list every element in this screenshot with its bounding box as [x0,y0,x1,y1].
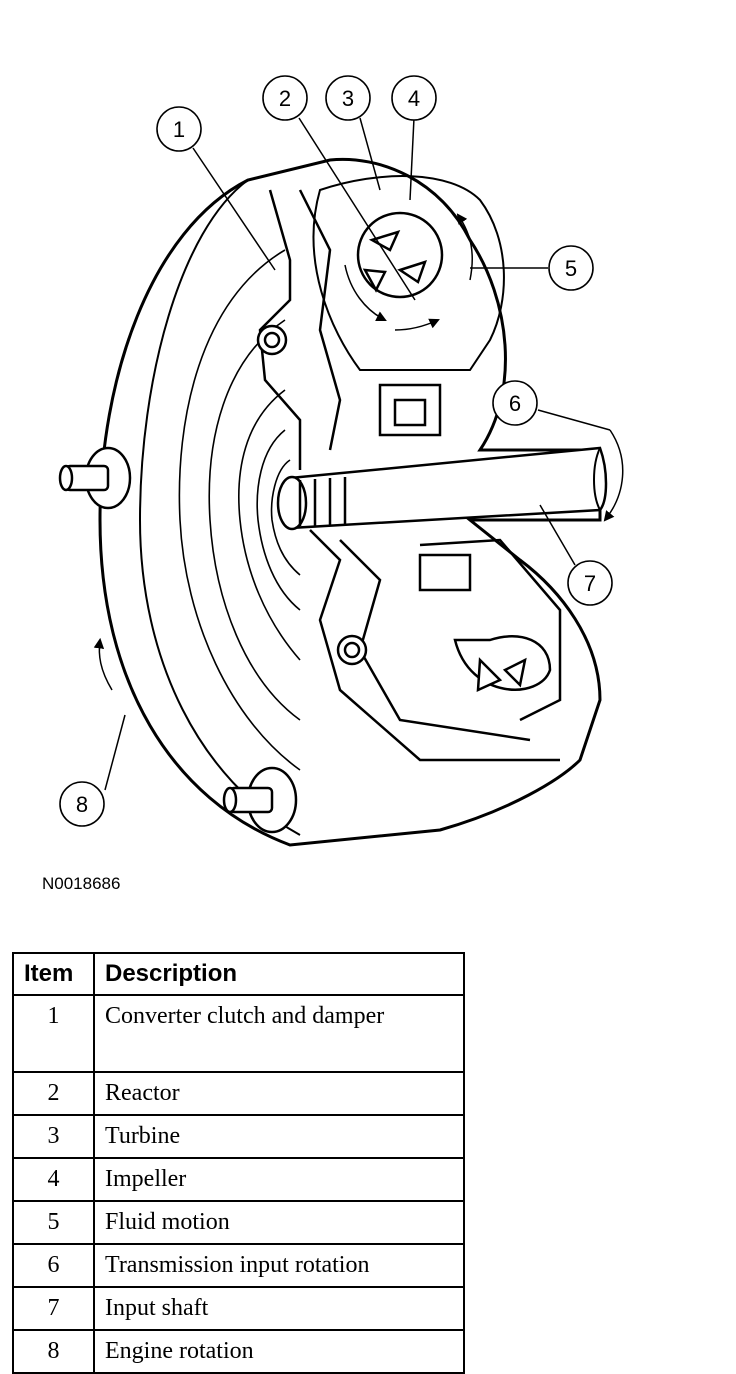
svg-text:5: 5 [565,256,577,281]
mounting-stud-lower [222,766,298,834]
legend-item-description: Fluid motion [93,1200,465,1245]
input-shaft [276,446,608,531]
table-row: 1 Converter clutch and damper [12,994,465,1073]
legend-item-description: Converter clutch and damper [93,994,465,1073]
svg-text:8: 8 [76,792,88,817]
svg-text:7: 7 [584,571,596,596]
mounting-stud-upper [58,446,132,510]
legend-header-row: Item Description [12,952,465,996]
leader-lines [104,117,611,791]
table-row: 6 Transmission input rotation [12,1243,465,1288]
callout-8: 8 [59,781,105,827]
callout-3: 3 [325,75,371,121]
table-row: 8 Engine rotation [12,1329,465,1374]
fluid-motion-arrows [344,213,473,331]
legend-item-description: Impeller [93,1157,465,1202]
table-row: 4 Impeller [12,1157,465,1202]
figure-code: N0018686 [42,874,121,893]
table-row: 7 Input shaft [12,1286,465,1331]
callout-5: 5 [548,245,594,291]
front-face-rings [178,249,301,771]
rotation-arrows [93,429,624,691]
turbine-reactor-assembly [356,211,444,299]
legend-item-description: Engine rotation [93,1329,465,1374]
legend-item-number: 7 [12,1286,95,1331]
legend-item-number: 5 [12,1200,95,1245]
legend-item-description: Input shaft [93,1286,465,1331]
callout-4: 4 [391,75,437,121]
legend-item-number: 1 [12,994,95,1073]
legend-item-description: Turbine [93,1114,465,1159]
svg-text:2: 2 [279,86,291,111]
callout-7: 7 [567,560,613,606]
table-row: 5 Fluid motion [12,1200,465,1245]
torque-converter-diagram: 1 2 3 4 5 6 7 8 [58,75,624,847]
svg-text:1: 1 [173,117,185,142]
legend-item-number: 4 [12,1157,95,1202]
legend-table: Item Description 1 Converter clutch and … [12,952,465,1374]
svg-text:3: 3 [342,86,354,111]
legend-item-number: 2 [12,1071,95,1116]
cutaway-lower [309,529,562,762]
callout-6: 6 [492,380,538,426]
table-row: 3 Turbine [12,1114,465,1159]
callout-2: 2 [262,75,308,121]
legend-item-number: 8 [12,1329,95,1374]
legend-header-item: Item [12,952,95,996]
table-row: 2 Reactor [12,1071,465,1116]
legend-item-description: Reactor [93,1071,465,1116]
svg-text:4: 4 [408,86,420,111]
legend-item-description: Transmission input rotation [93,1243,465,1288]
cutaway-upper [256,175,505,470]
legend-item-number: 6 [12,1243,95,1288]
legend-item-number: 3 [12,1114,95,1159]
legend-header-description: Description [93,952,465,996]
svg-text:6: 6 [509,391,521,416]
callout-1: 1 [156,106,202,152]
